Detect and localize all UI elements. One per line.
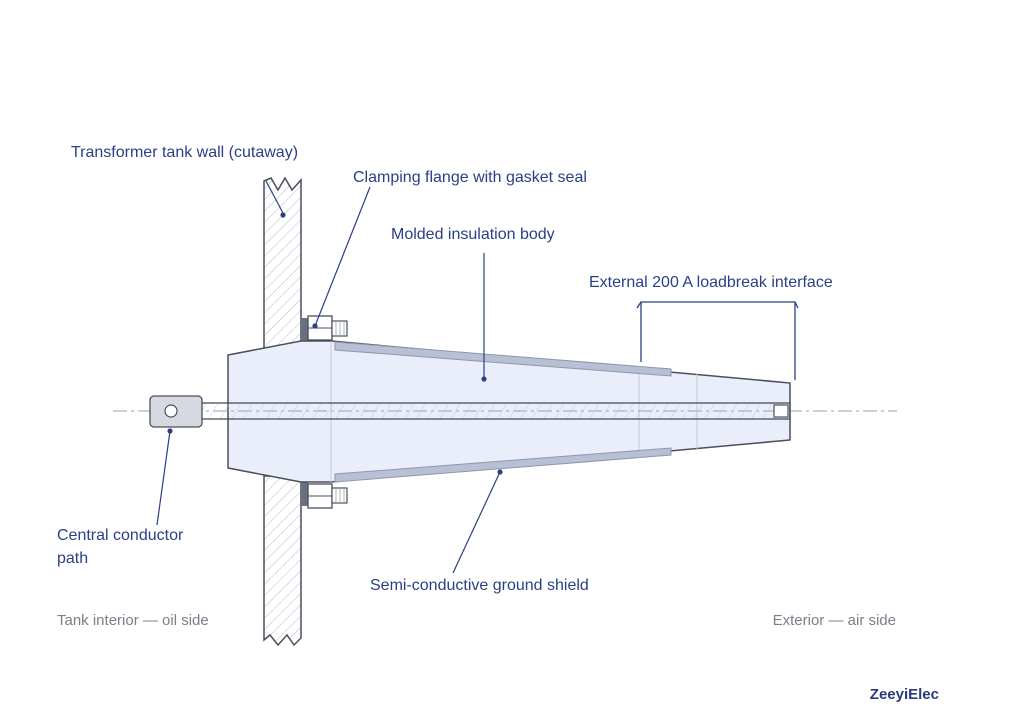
label-conductor-line1: Central conductor xyxy=(57,527,184,544)
tank-wall-lower xyxy=(263,475,302,647)
leader-dots xyxy=(167,212,503,475)
terminal-hole xyxy=(164,404,178,418)
label-ground-shield: Semi-conductive ground shield xyxy=(370,577,589,594)
conductor-tip xyxy=(773,404,789,418)
label-loadbreak-interface: External 200 A loadbreak interface xyxy=(589,274,833,291)
label-tank-interior: Tank interior — oil side xyxy=(57,612,209,629)
gasket-seal-lower xyxy=(301,476,308,506)
label-tank-wall: Transformer tank wall (cutaway) xyxy=(71,144,298,161)
gasket-seal-upper xyxy=(301,318,308,348)
label-exterior: Exterior — air side xyxy=(773,612,896,629)
ground-shield-upper xyxy=(334,341,672,377)
central-conductor xyxy=(199,402,791,420)
leader-lines xyxy=(156,180,501,574)
tank-wall-upper xyxy=(263,176,302,349)
label-insulation-body: Molded insulation body xyxy=(391,226,555,243)
ground-shield-lower xyxy=(334,447,672,483)
interface-bracket xyxy=(636,301,799,380)
clamping-bolt-upper xyxy=(307,315,348,341)
clamping-bolt-lower xyxy=(307,483,348,509)
brand-mark: ZeeyiElec xyxy=(870,686,939,703)
label-conductor-line2: path xyxy=(57,550,88,567)
label-clamping-flange: Clamping flange with gasket seal xyxy=(353,169,587,186)
